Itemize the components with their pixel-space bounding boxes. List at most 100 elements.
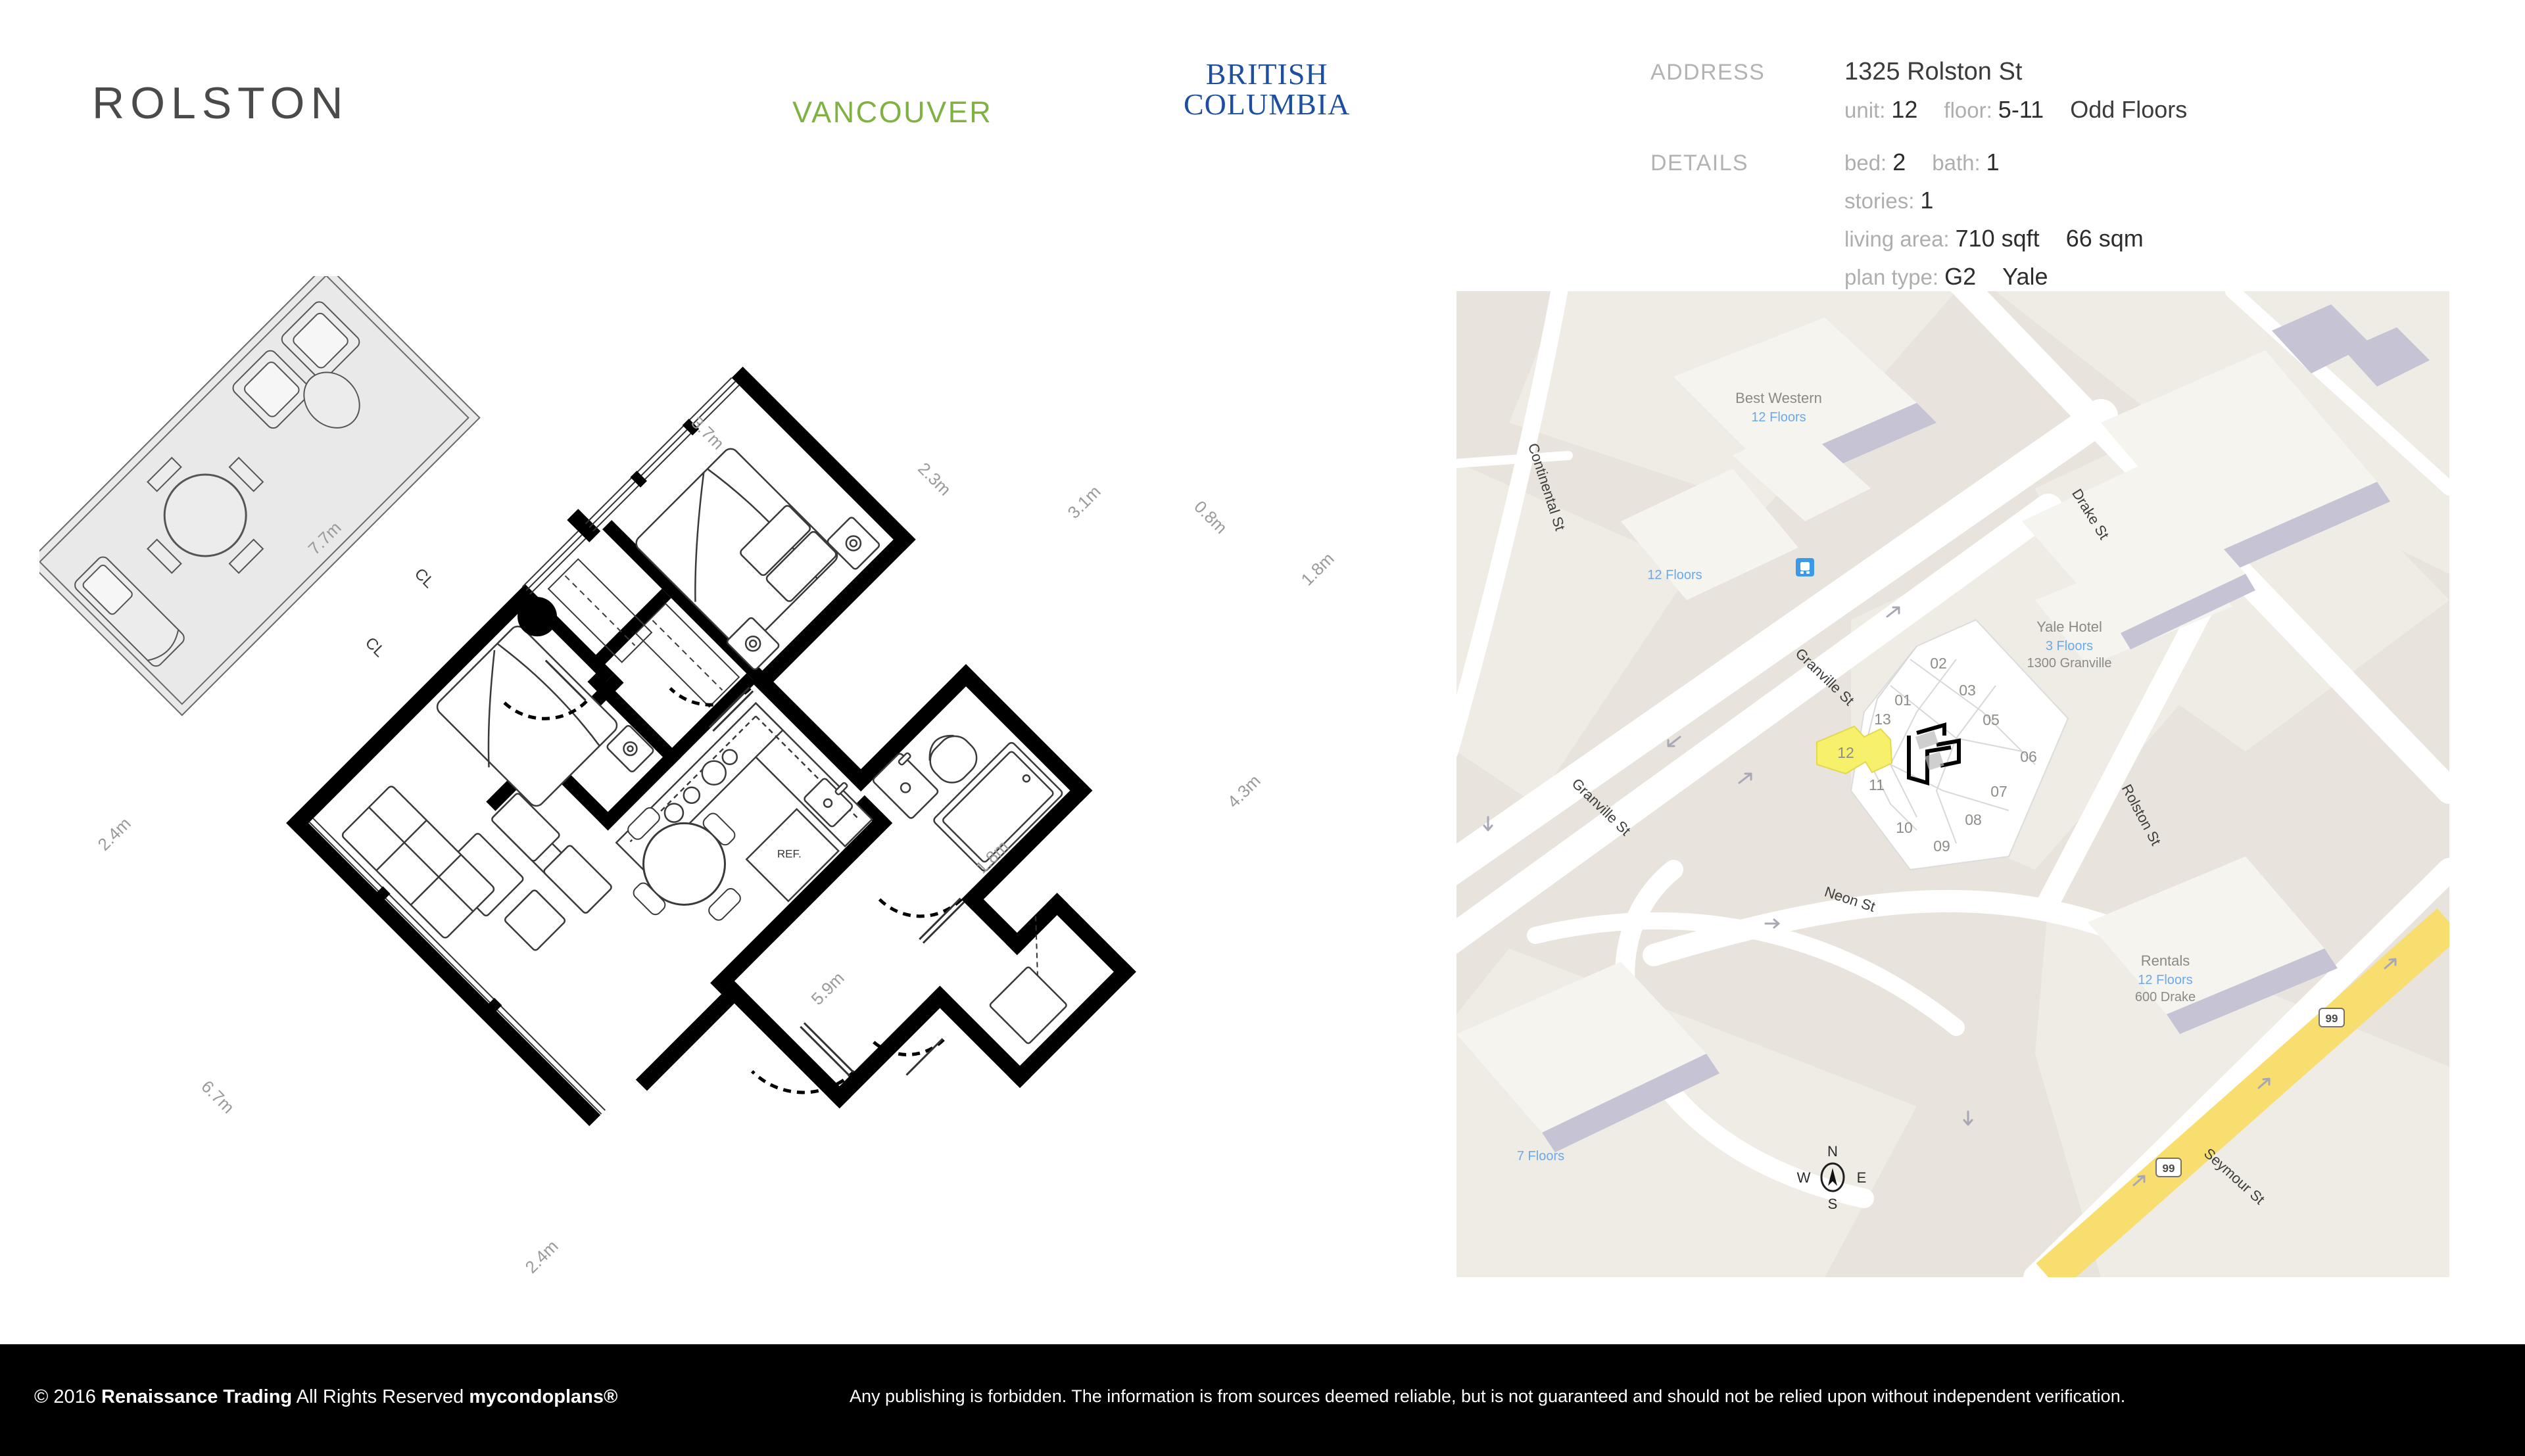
window-glazing — [585, 377, 740, 532]
bedroom-1-furniture — [635, 448, 880, 670]
page-footer: © 2016 Renaissance Trading All Rights Re… — [0, 1344, 2525, 1456]
company-name: Renaissance Trading — [101, 1386, 293, 1407]
map-highway — [2036, 908, 2449, 1277]
details-row: DETAILS bed: 2 bath: 1 stories: 1 living… — [1650, 149, 2505, 301]
map-unit-13[interactable]: 13 — [1874, 711, 1891, 728]
copyright-year: © 2016 — [34, 1386, 96, 1407]
floor-plan-svg: REF. — [39, 276, 1338, 1277]
dimension-label-4: 0.8m — [1190, 497, 1231, 538]
highway-shield-label-1: 99 — [2163, 1162, 2175, 1175]
living-area-sqft: 710 sqft — [1955, 225, 2040, 252]
exterior-walls — [286, 366, 1136, 1127]
map-place-name-3: Rentals — [2141, 952, 2190, 969]
direction-arrows — [1483, 606, 2397, 1186]
plan-type-label: plan type: — [1844, 265, 1939, 289]
compass-west: W — [1797, 1169, 1811, 1186]
map-place-address-2: 1300 Granville — [2027, 656, 2112, 670]
bathroom-fixtures — [872, 734, 1063, 872]
map-unit-12[interactable]: 12 — [1837, 744, 1854, 761]
map-unit-05[interactable]: 05 — [1983, 711, 2000, 728]
page-header: ROLSTON VANCOUVER BRITISH COLUMBIA ADDRE… — [0, 0, 2525, 290]
dimension-label-2: 2.3m — [914, 459, 955, 500]
map-unit-labels: 02 01 03 13 05 12 06 11 07 10 08 09 — [1837, 655, 2037, 855]
highway-shield-1 — [2155, 1158, 2182, 1177]
address-row: ADDRESS 1325 Rolston St unit: 12 floor: … — [1650, 58, 2505, 134]
bath-value: 1 — [1986, 149, 2000, 176]
column-marker — [517, 597, 558, 637]
province-logo: BRITISH COLUMBIA — [1184, 59, 1350, 120]
stories-label: stories: — [1844, 189, 1915, 213]
address-street: 1325 Rolston St — [1844, 58, 2023, 85]
compass-east: E — [1857, 1169, 1867, 1186]
map-place-floors-0: 12 Floors — [1751, 410, 1806, 425]
dimension-label-10: 6.7m — [197, 1077, 238, 1117]
living-room-furniture — [341, 786, 612, 951]
product-name: mycondoplans® — [469, 1386, 618, 1407]
highway-shield-label-0: 99 — [2326, 1012, 2338, 1025]
map-place-address-3: 600 Drake — [2135, 990, 2196, 1004]
floor-plan-drawing: REF. — [39, 276, 1394, 1321]
door-swings — [501, 687, 963, 1094]
map-unit-07[interactable]: 07 — [1990, 783, 2008, 800]
brand-title: ROLSTON — [92, 78, 349, 128]
map-place-name-2: Yale Hotel — [2036, 619, 2102, 635]
floor-label: floor: — [1944, 98, 1992, 122]
map-unit-08[interactable]: 08 — [1965, 811, 1982, 828]
bath-label: bath: — [1932, 151, 1981, 175]
map-unit-09[interactable]: 09 — [1933, 837, 1950, 855]
entry-dashed — [1035, 916, 1038, 976]
refrigerator-label: REF. — [777, 847, 802, 860]
map-unit-11[interactable]: 11 — [1869, 776, 1885, 793]
map-place-floors-4: 7 Floors — [1517, 1149, 1564, 1163]
compass-north: N — [1827, 1143, 1838, 1160]
map-buildings — [1456, 304, 2430, 1152]
map-unit-02[interactable]: 02 — [1930, 655, 1947, 672]
room-label-cl-0: CL — [411, 565, 438, 592]
door-leaves — [544, 659, 965, 1077]
map-place-name-0: Best Western — [1735, 390, 1822, 406]
window-glazing-bottom — [308, 818, 606, 1115]
window-glazing-lower — [521, 530, 587, 595]
highway-shield-0 — [2319, 1008, 2345, 1027]
map-place-floors-2: 3 Floors — [2046, 639, 2093, 653]
map-unit-03[interactable]: 03 — [1959, 682, 1976, 699]
unit-label: unit: — [1844, 98, 1886, 122]
kitchen — [615, 701, 873, 903]
entry-closet — [989, 966, 1067, 1045]
unit-plan-cluster — [1816, 619, 2069, 871]
map-unit-06[interactable]: 06 — [2020, 748, 2037, 765]
footer-copyright: © 2016 Renaissance Trading All Rights Re… — [34, 1386, 617, 1408]
map-unit-10[interactable]: 10 — [1896, 819, 1913, 836]
interior-walls — [486, 520, 884, 831]
dimension-label-9: 2.4m — [94, 814, 135, 855]
dimension-label-11: 2.4m — [521, 1236, 562, 1277]
map-place-floors-1: 12 Floors — [1647, 568, 1702, 582]
property-spec-table: ADDRESS 1325 Rolston St unit: 12 floor: … — [1650, 58, 2505, 304]
province-line-1: BRITISH — [1205, 57, 1328, 91]
mini-floorplan-icon — [1907, 722, 1961, 786]
dimension-label-6: 4.3m — [1224, 771, 1264, 812]
city-label: VANCOUVER — [792, 95, 993, 129]
dimension-label-5: 1.8m — [1297, 549, 1338, 590]
dimension-label-8: 5.9m — [807, 968, 848, 1009]
bus-icon[interactable] — [1796, 558, 1814, 576]
address-label: ADDRESS — [1650, 60, 1766, 85]
compass-needle — [1828, 1168, 1837, 1186]
stories-value: 1 — [1920, 187, 1934, 214]
details-label: DETAILS — [1650, 151, 1748, 176]
unit-value: 12 — [1891, 96, 1918, 123]
dining-set — [627, 807, 741, 921]
rights-text: All Rights Reserved — [296, 1386, 464, 1407]
map-unit-01[interactable]: 01 — [1894, 692, 1912, 709]
room-label-cl-1: CL — [362, 634, 389, 661]
map-place-floors-3: 12 Floors — [2138, 973, 2192, 987]
highway-shields: 99 99 — [2155, 1008, 2345, 1177]
living-area-label: living area: — [1844, 227, 1950, 251]
unit-12-highlight[interactable] — [1816, 725, 1893, 775]
floor-note: Odd Floors — [2070, 96, 2188, 123]
